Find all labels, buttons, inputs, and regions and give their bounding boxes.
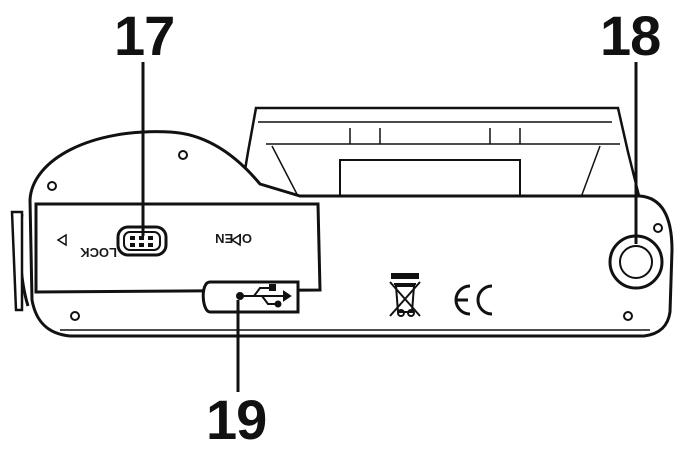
recycle-bin-crossed-icon: [389, 273, 421, 317]
lock-label: LOCK: [80, 245, 117, 260]
callout-17-battery-door-lock: 17: [114, 4, 175, 67]
switch-grip-dots: [130, 236, 153, 247]
open-arrow-icon: [230, 233, 241, 247]
lock-arrow-icon: [56, 233, 67, 247]
callout-18-tripod-socket: 18: [600, 4, 661, 67]
leader-lines: [141, 62, 638, 392]
callout-19-usb-port: 19: [206, 388, 267, 451]
lock-label-group: LOCK: [80, 245, 117, 260]
body-screws: [47, 150, 663, 321]
ce-mark-icon: [454, 284, 493, 316]
battery-door: [34, 202, 322, 294]
usb-icon: [236, 284, 292, 308]
